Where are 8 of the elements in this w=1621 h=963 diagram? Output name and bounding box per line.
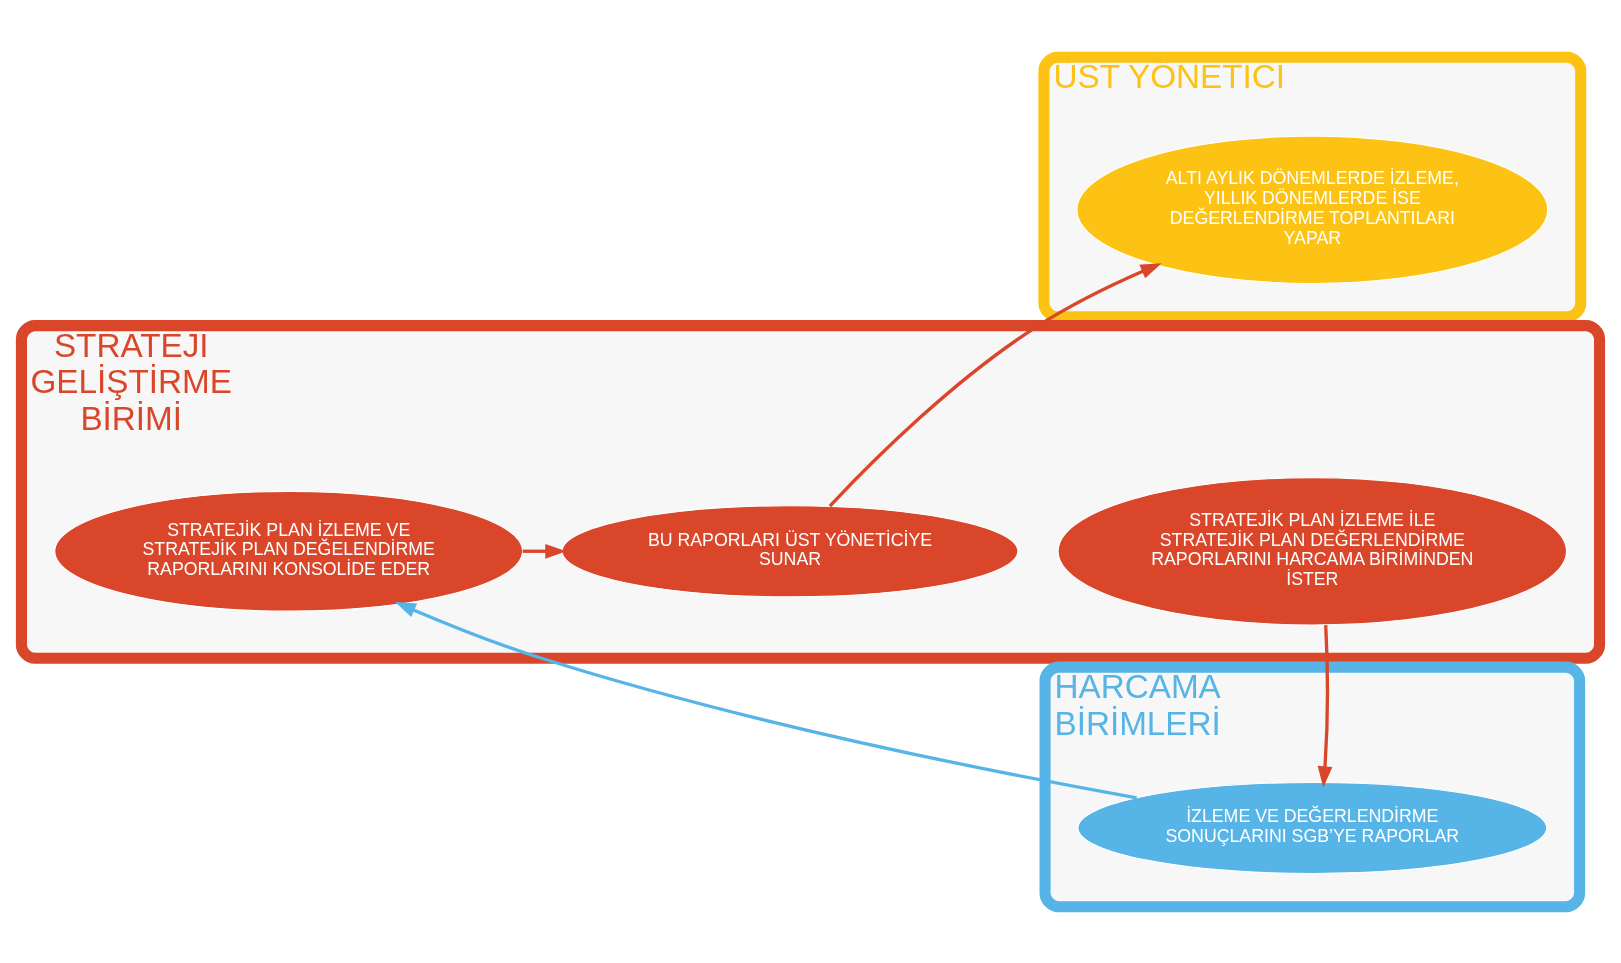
arrow [394,601,1137,799]
node-ellipse: ALTI AYLIK DÖNEMLERDE İZLEME, YILLIK DÖNEMLERDE İSE DEĞERLENDİRME TOPLANTILARI YAPAR [1076,135,1549,284]
node-ellipse: STRATEJİK PLAN İZLEME VE STRATEJİK PLAN DEĞELENDİRME RAPORLARINI KONSOLİDE EDER [54,490,524,612]
node-ellipse: İZLEME VE DEĞERLENDİRME SONUÇLARINI SGB’YE RAPORLAR [1077,781,1548,874]
arrow [1317,624,1333,787]
arrow [828,262,1162,507]
node-ellipse: BU RAPORLARI ÜST YÖNETİCİYE SUNAR [561,504,1019,597]
node-ellipse: STRATEJİK PLAN İZLEME İLE STRATEJİK PLAN DEĞERLENDİRME RAPORLARINI HARCAMA BİRİMİNDEN İSTER [1057,476,1568,625]
